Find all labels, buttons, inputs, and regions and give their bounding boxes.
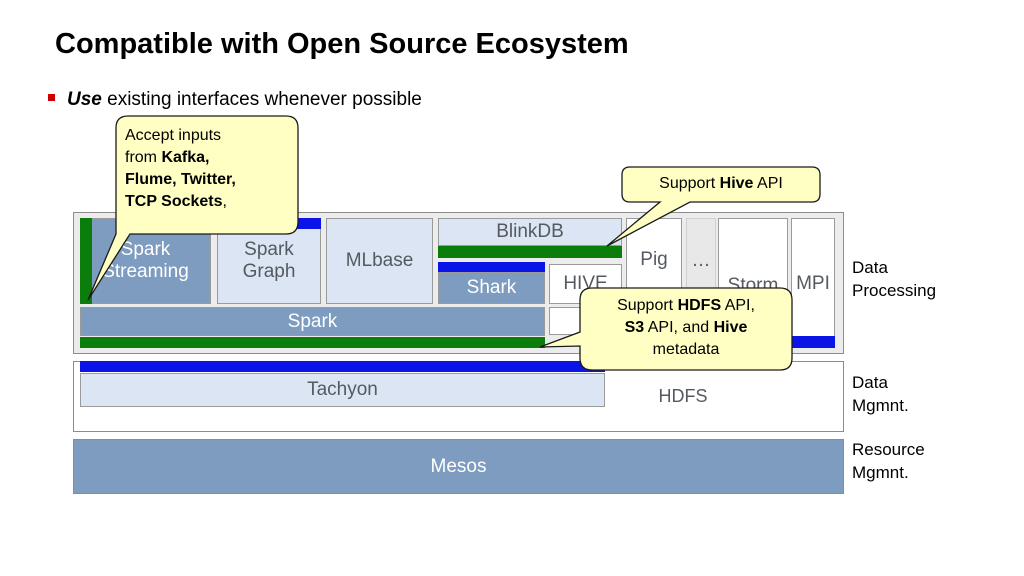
spark-streaming-green-bar [80,218,92,304]
hdfs-api-line1: Support HDFS API, [580,295,792,317]
resource-mgmt-label: Resource Mgmnt. [852,440,925,482]
ellipsis-box: … [686,218,716,304]
spark-streaming-box: Spark Streaming [80,218,211,304]
shark-box: Shark [438,272,545,304]
blinkdb-box: BlinkDB [438,218,622,246]
hdfs-api-e: API, and [644,319,714,336]
tachyon-blue-bar [80,361,605,372]
inputs-line4a: TCP Sockets [125,193,223,210]
hdfs-api-line2: S3 API, and Hive [580,317,792,339]
hive-api-b: Hive [719,175,754,192]
spark-graph-blue-bar [217,218,321,229]
hdfs-api-line3: metadata [652,341,720,358]
inputs-line2b: Kafka, [161,149,210,166]
inputs-line2a: from [125,149,162,166]
shark-blue-bar [438,262,545,272]
bullet-emphasis: Use [67,89,102,110]
tachyon-box: Tachyon [80,373,605,407]
hive-api-c: API [753,175,783,192]
hive-api-a: Support [659,175,720,192]
hdfs-api-callout: Support HDFS API, S3 API, and Hive metad… [580,295,792,361]
hdfs-label: HDFS [658,386,708,406]
hdfs-api-d: S3 [624,319,645,336]
spark-green-bar [80,337,545,348]
hdfs-api-a: Support [617,297,678,314]
inputs-line4: TCP Sockets, [125,191,236,213]
hdfs-api-c: API, [721,297,755,314]
blinkdb-green-bar [438,246,622,258]
spark-box: Spark [80,307,545,336]
bullet-square-icon [48,94,55,101]
hdfs-api-b: HDFS [677,297,722,314]
bullet-text: Use existing interfaces whenever possibl… [67,89,422,111]
hive-api-callout: Support Hive API [622,173,820,195]
mlbase-box: MLbase [326,218,433,304]
inputs-callout: Accept inputs from Kafka, Flume, Twitter… [125,125,236,213]
inputs-line2: from Kafka, [125,147,236,169]
bullet-rest: existing interfaces whenever possible [101,89,422,110]
data-processing-label: Data Processing [852,258,937,300]
data-mgmt-label: Data Mgmnt. [852,373,909,415]
inputs-line3: Flume, Twitter, [125,171,236,188]
mpi-box: MPI [791,218,835,348]
inputs-line4b: , [222,193,227,210]
spark-graph-box: Spark Graph [217,218,321,304]
hdfs-api-f: Hive [713,319,748,336]
inputs-line1: Accept inputs [125,127,222,144]
mesos-box: Mesos [73,439,844,494]
pig-box: Pig [626,218,682,304]
page-title: Compatible with Open Source Ecosystem [55,28,629,60]
